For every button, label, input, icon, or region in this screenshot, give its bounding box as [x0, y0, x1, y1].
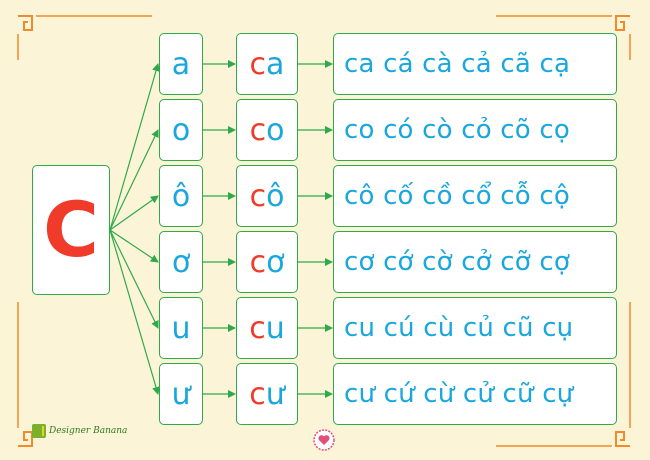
consonant-to-vowel-arrow: [109, 229, 160, 395]
tone-variants-card: ca cá cà cả cã cạ: [333, 33, 617, 95]
consonant-to-vowel-arrow: [109, 229, 159, 263]
vowel-card: ơ: [159, 231, 203, 293]
corner-ornament-top-left: [17, 15, 152, 60]
vowel-card: u: [159, 297, 203, 359]
tone-variants-text: cô cố cồ cổ cỗ cộ: [344, 181, 570, 211]
brand-logo: Designer Banana: [32, 424, 127, 438]
tone-variants-text: ca cá cà cả cã cạ: [344, 49, 571, 79]
tone-variants-card: co có cò cỏ cõ cọ: [333, 99, 617, 161]
vowel-label: ô: [171, 178, 191, 214]
vowel-card: o: [159, 99, 203, 161]
syllable-consonant: c: [249, 244, 267, 280]
syllable-card: cô: [236, 165, 298, 227]
syllable-vowel: a: [266, 46, 285, 82]
consonant-to-vowel-arrow: [109, 63, 160, 231]
syllable-card: co: [236, 99, 298, 161]
tone-variants-card: cô cố cồ cổ cỗ cộ: [333, 165, 617, 227]
syllable-consonant: c: [249, 310, 266, 346]
tone-variants-text: cơ cớ cờ cở cỡ cợ: [344, 247, 570, 277]
tone-variants-card: cơ cớ cờ cở cỡ cợ: [333, 231, 617, 293]
syllable-vowel: ư: [265, 376, 285, 412]
vowel-card: ô: [159, 165, 203, 227]
syllable-card: ca: [236, 33, 298, 95]
banana-logo-icon: [32, 424, 46, 438]
syllable-vowel: u: [265, 310, 285, 346]
brand-name: Designer Banana: [49, 426, 128, 436]
syllable-vowel: ô: [266, 178, 285, 214]
consonant-to-vowel-arrow: [109, 129, 159, 231]
vowel-label: ư: [171, 376, 191, 412]
vowel-label: o: [171, 112, 191, 148]
main-consonant-letter: C: [43, 185, 99, 274]
syllable-card: cu: [236, 297, 298, 359]
consonant-to-vowel-arrow: [109, 195, 159, 231]
syllable-consonant: c: [249, 46, 267, 82]
syllable-consonant: c: [249, 112, 267, 148]
tone-variants-text: cu cú cù củ cũ cụ: [344, 313, 574, 343]
syllable-consonant: c: [249, 376, 266, 412]
tone-variants-text: co có cò cỏ cõ cọ: [344, 115, 570, 145]
consonant-to-vowel-arrow: [109, 229, 159, 329]
main-consonant-card: C: [32, 165, 110, 295]
corner-ornament-bottom-right: [496, 302, 631, 447]
tone-variants-card: cu cú cù củ cũ cụ: [333, 297, 617, 359]
syllable-vowel: ơ: [266, 244, 285, 280]
heart-badge-icon: [313, 429, 335, 451]
syllable-card: cơ: [236, 231, 298, 293]
vowel-card: a: [159, 33, 203, 95]
corner-ornament-top-right: [496, 15, 631, 60]
syllable-card: cư: [236, 363, 298, 425]
corner-ornament-bottom-left: [17, 302, 33, 447]
tone-variants-text: cư cứ cừ cử cữ cự: [344, 379, 574, 409]
tone-variants-card: cư cứ cừ cử cữ cự: [333, 363, 617, 425]
vowel-label: u: [171, 310, 191, 346]
vowel-label: a: [171, 46, 191, 82]
syllable-consonant: c: [249, 178, 267, 214]
syllable-vowel: o: [266, 112, 285, 148]
vowel-card: ư: [159, 363, 203, 425]
vowel-label: ơ: [171, 244, 191, 280]
